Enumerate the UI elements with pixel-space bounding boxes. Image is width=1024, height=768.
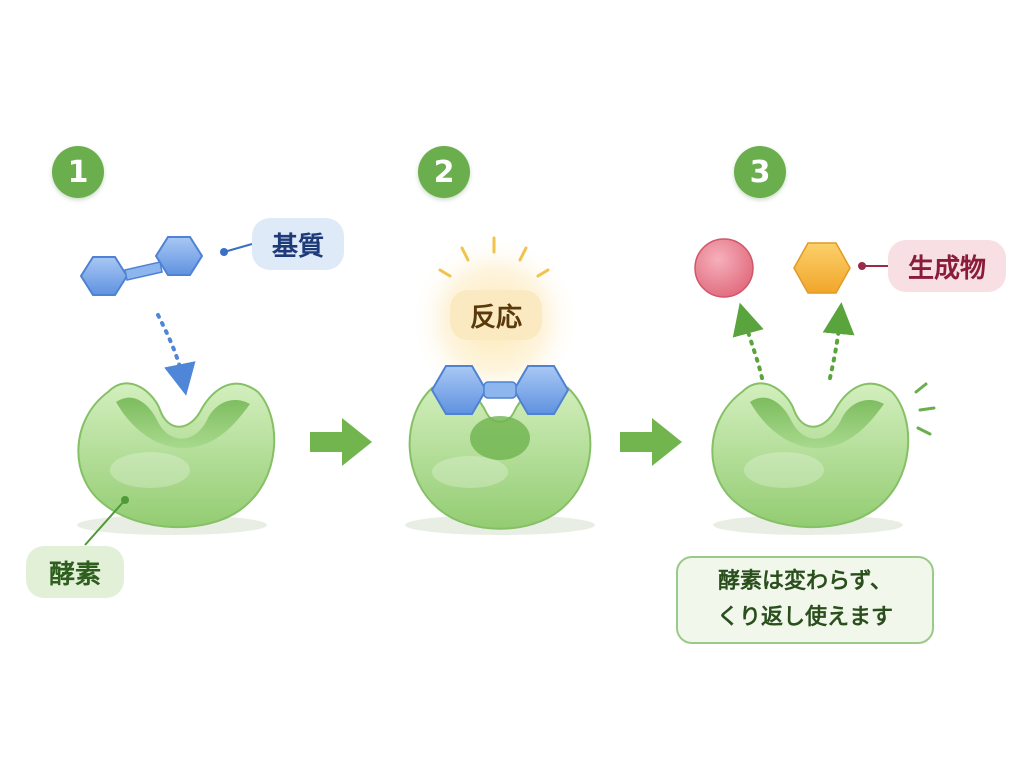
step-badge-1: 1 bbox=[52, 146, 104, 198]
bound-substrate bbox=[430, 365, 570, 415]
product-label: 生成物 bbox=[888, 240, 1006, 292]
dotted-arrow-icon bbox=[822, 302, 855, 380]
product-pink-circle bbox=[694, 238, 754, 298]
substrate-molecule bbox=[79, 236, 204, 296]
dotted-arrow-icon bbox=[732, 302, 764, 380]
substrate-motion-arrow bbox=[156, 313, 196, 396]
reuse-note-line2: くり返し使えます bbox=[716, 605, 893, 630]
right-arrow-icon bbox=[310, 418, 372, 466]
substrate-leader bbox=[220, 243, 253, 256]
enzyme-label: 酵素 bbox=[26, 546, 124, 598]
step-badge-2: 2 bbox=[418, 146, 470, 198]
enzyme-step1 bbox=[77, 382, 276, 535]
product-leader bbox=[858, 262, 888, 270]
enzyme-step3 bbox=[711, 382, 910, 535]
substrate-label: 基質 bbox=[252, 218, 344, 270]
step-badge-3: 3 bbox=[734, 146, 786, 198]
reuse-note-line1: 酵素は変わらず、 bbox=[717, 569, 893, 594]
reaction-burst-icon bbox=[438, 236, 550, 278]
product-orange-hexagon bbox=[793, 242, 851, 294]
motion-lines-icon bbox=[914, 382, 936, 436]
reuse-note: 酵素は変わらず、 くり返し使えます bbox=[676, 556, 934, 644]
enzyme-leader bbox=[84, 496, 129, 546]
enzyme-step2 bbox=[405, 381, 595, 535]
right-arrow-icon bbox=[620, 418, 682, 466]
reaction-label: 反応 bbox=[450, 290, 542, 340]
